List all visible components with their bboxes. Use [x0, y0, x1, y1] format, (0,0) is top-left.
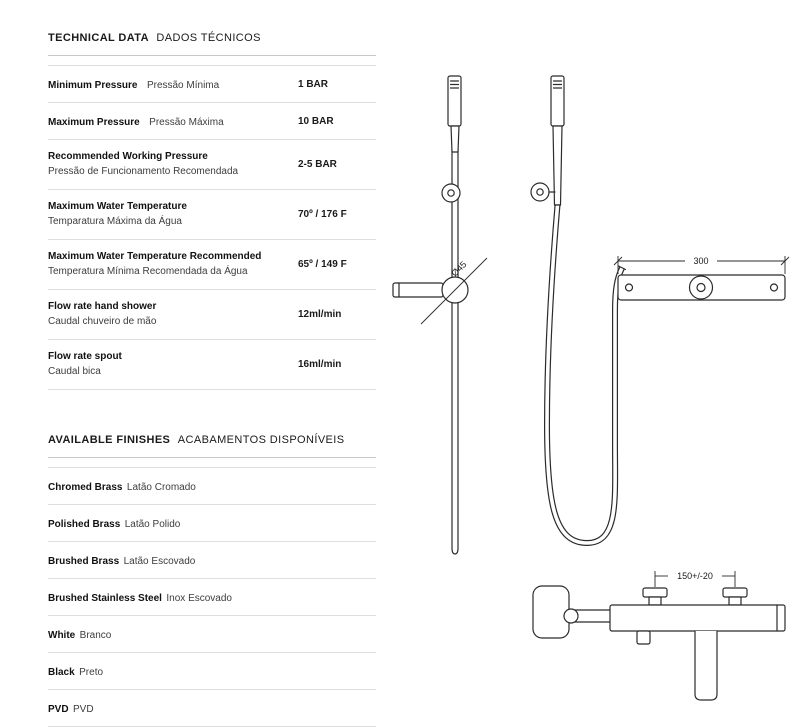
row-value: 70º / 176 F — [298, 209, 347, 220]
table-row: Flow rate spout Caudal bica 16ml/min — [48, 339, 376, 389]
row-label: Flow rate hand shower Caudal chuveiro de… — [48, 300, 298, 329]
row-label-en: Maximum Water Temperature Recommended — [48, 251, 262, 262]
finish-label-en: White — [48, 630, 76, 641]
drawing-mixer-front-view: 150+/-20 — [532, 571, 786, 701]
finish-label-pt: Preto — [79, 667, 104, 678]
available-finishes-section: AVAILABLE FINISHES ACABAMENTOS DISPONÍVE… — [48, 434, 376, 727]
row-label: Minimum Pressure Pressão Mínima — [48, 75, 298, 93]
row-value: 16ml/min — [298, 359, 342, 370]
row-value: 10 BAR — [298, 115, 334, 127]
available-finishes-heading-pt: ACABAMENTOS DISPONÍVEIS — [177, 434, 345, 446]
dimension-bar-width: 300 — [693, 256, 708, 266]
finish-label-en: Brushed Stainless Steel — [48, 593, 162, 604]
drawing-shower-rail-front: Ø45 — [392, 75, 488, 555]
row-label: Maximum Pressure Pressão Máxima — [48, 112, 298, 130]
table-row: Recommended Working Pressure Pressão de … — [48, 139, 376, 189]
list-item: White Branco — [48, 615, 376, 652]
row-label: Recommended Working Pressure Pressão de … — [48, 150, 298, 179]
finish-label-pt: Latão Cromado — [126, 482, 196, 493]
list-item: PVD PVD — [48, 689, 376, 726]
row-label-en: Maximum Pressure — [48, 117, 140, 128]
row-label-en: Minimum Pressure — [48, 80, 138, 91]
table-row: Flow rate hand shower Caudal chuveiro de… — [48, 289, 376, 339]
row-value: 65º / 149 F — [298, 259, 347, 270]
row-label-en: Flow rate hand shower — [48, 301, 157, 312]
finish-label-en: Polished Brass — [48, 519, 121, 530]
row-label-pt: Temparatura Máxima da Água — [48, 215, 182, 227]
list-item: Black Preto — [48, 652, 376, 689]
technical-data-heading-pt: DADOS TÉCNICOS — [156, 32, 261, 44]
finish-label-pt: Latão Escovado — [123, 556, 196, 567]
technical-data-heading: TECHNICAL DATA DADOS TÉCNICOS — [48, 32, 376, 56]
finish-label-pt: Inox Escovado — [166, 593, 232, 604]
finish-label-pt: PVD — [73, 704, 94, 715]
finish-label-en: Black — [48, 667, 75, 678]
row-value: 1 BAR — [298, 78, 329, 90]
technical-data-heading-en: TECHNICAL DATA — [48, 32, 149, 44]
row-label-pt: Caudal chuveiro de mão — [48, 315, 157, 327]
row-label: Flow rate spout Caudal bica — [48, 350, 298, 379]
row-label-pt: Pressão Mínima — [146, 80, 220, 91]
table-row: Minimum Pressure Pressão Mínima 1 BAR — [48, 65, 376, 102]
finishes-list: Chromed Brass Latão Cromado Polished Bra… — [48, 467, 376, 727]
list-item: Brushed Brass Latão Escovado — [48, 541, 376, 578]
drawing-mixer-top-view: 300 — [613, 256, 790, 301]
finish-label-en: PVD — [48, 704, 69, 715]
list-item: Polished Brass Latão Polido — [48, 504, 376, 541]
finish-label-en: Brushed Brass — [48, 556, 120, 567]
row-label: Maximum Water Temperature Temparatura Má… — [48, 200, 298, 229]
row-label-en: Recommended Working Pressure — [48, 151, 208, 162]
finish-label-pt: Branco — [79, 630, 112, 641]
finish-label-pt: Latão Polido — [124, 519, 181, 530]
row-label-pt: Pressão Máxima — [149, 117, 224, 128]
row-label-pt: Pressão de Funcionamento Recomendada — [48, 165, 239, 177]
row-value: 12ml/min — [298, 309, 342, 320]
row-label-pt: Temperatura Mínima Recomendada da Água — [48, 265, 248, 277]
technical-drawings: Ø45 — [385, 0, 800, 711]
row-value: 2-5 BAR — [298, 159, 337, 170]
row-label-en: Flow rate spout — [48, 351, 122, 362]
drawing-hand-shower-hose-side — [530, 75, 627, 547]
spec-column: TECHNICAL DATA DADOS TÉCNICOS Minimum Pr… — [48, 32, 376, 727]
row-label-pt: Caudal bica — [48, 365, 101, 377]
technical-data-table: Minimum Pressure Pressão Mínima 1 BAR Ma… — [48, 65, 376, 390]
finish-label-en: Chromed Brass — [48, 482, 123, 493]
list-item: Brushed Stainless Steel Inox Escovado — [48, 578, 376, 615]
row-label: Maximum Water Temperature Recommended Te… — [48, 250, 298, 279]
table-row: Maximum Pressure Pressão Máxima 10 BAR — [48, 102, 376, 139]
available-finishes-heading: AVAILABLE FINISHES ACABAMENTOS DISPONÍVE… — [48, 434, 376, 458]
available-finishes-heading-en: AVAILABLE FINISHES — [48, 434, 171, 446]
list-item: Chromed Brass Latão Cromado — [48, 467, 376, 504]
table-row: Maximum Water Temperature Recommended Te… — [48, 239, 376, 289]
dimension-inlet-distance: 150+/-20 — [677, 571, 713, 581]
technical-drawings-svg: Ø45 — [392, 75, 790, 701]
row-label-en: Maximum Water Temperature — [48, 201, 187, 212]
table-row: Maximum Water Temperature Temparatura Má… — [48, 189, 376, 239]
